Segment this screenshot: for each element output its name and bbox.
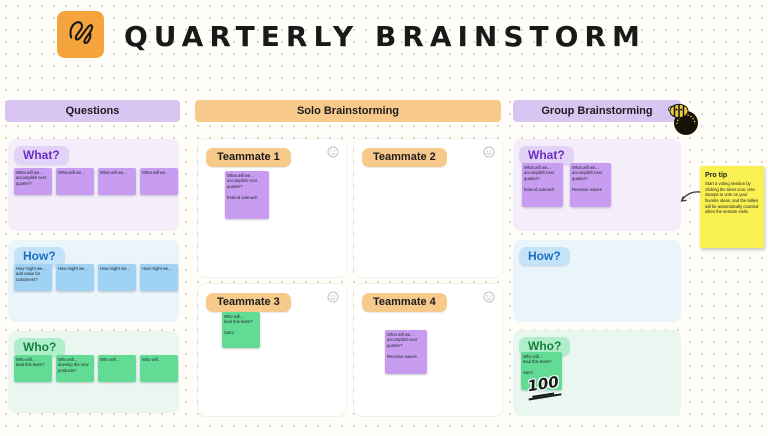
bee-sticker[interactable] (666, 100, 702, 136)
sticky-note[interactable]: Who will... (98, 355, 136, 382)
smiley-icon (327, 290, 339, 303)
sticky-note[interactable]: Who will... lead this team? Sam! (222, 312, 260, 348)
page-title: QUARTERLY BRAINSTORM (124, 20, 646, 53)
scribble-icon (61, 12, 101, 57)
sticky-note[interactable]: Who will... (140, 355, 178, 382)
hundred-points-sticker[interactable]: 100 (525, 373, 562, 401)
sticky-note[interactable]: What will we... accomplish next quarter? (14, 168, 52, 195)
what-tag[interactable]: What? (519, 146, 574, 165)
teammate-4-panel: Teammate 4 What will we... accomplish ne… (354, 284, 502, 416)
sticky-note[interactable]: Who will... lead this team? (14, 355, 52, 382)
teammate-1-panel: Teammate 1 What will we... accomplish ne… (198, 139, 346, 277)
who-tag[interactable]: Who? (519, 337, 571, 356)
questions-what-panel: What? What will we... accomplish next qu… (8, 139, 179, 231)
smiley-icon (483, 290, 495, 303)
teammate-2-panel: Teammate 2 (354, 139, 502, 277)
how-tag[interactable]: How? (519, 247, 570, 266)
notes-row: How might we... add value for customers?… (14, 264, 178, 291)
notes-row: What will we... accomplish next quarter?… (14, 168, 178, 195)
teammate-3-panel: Teammate 3 Who will... lead this team? S… (198, 284, 346, 416)
smiley-icon (327, 145, 339, 158)
teammate-2-label[interactable]: Teammate 2 (362, 148, 447, 167)
sticky-note[interactable]: How might we... (56, 264, 94, 291)
sticky-note[interactable]: What will we... accomplish next quarter?… (225, 171, 269, 219)
what-tag[interactable]: What? (14, 146, 69, 165)
pro-tip-note[interactable]: Pro tip Start a voting session by clicki… (700, 166, 764, 248)
sticky-note[interactable]: What will we... accomplish next quarter?… (522, 163, 563, 207)
sticky-note[interactable]: What will we... accomplish next quarter?… (385, 330, 427, 374)
sticky-note[interactable]: What will we... (140, 168, 178, 195)
questions-how-panel: How? How might we... add value for custo… (8, 240, 179, 322)
pro-tip-title: Pro tip (705, 172, 728, 179)
sticky-note[interactable]: What will we... accomplish next quarter?… (570, 163, 611, 207)
teammate-1-label[interactable]: Teammate 1 (206, 148, 291, 167)
sticky-note[interactable]: What will we... (98, 168, 136, 195)
app-logo (57, 11, 104, 58)
smiley-icon (483, 145, 495, 158)
questions-header[interactable]: Questions (5, 100, 180, 122)
questions-who-panel: Who? Who will... lead this team? Who wil… (8, 331, 179, 413)
group-brainstorming-header[interactable]: Group Brainstorming (513, 100, 681, 122)
notes-row: Who will... lead this team? Who will... … (14, 355, 178, 382)
curved-arrow-icon (680, 190, 701, 205)
sticky-note[interactable]: How might we... add value for customers? (14, 264, 52, 291)
group-how-panel: How? (513, 240, 681, 322)
pro-tip-body: Start a voting session by clicking the t… (705, 181, 759, 215)
who-tag[interactable]: Who? (14, 338, 66, 357)
teammate-3-label[interactable]: Teammate 3 (206, 293, 291, 312)
group-what-panel: What? What will we... accomplish next qu… (513, 139, 681, 231)
group-who-panel: Who? Who will... lead this team? Sam! 10… (513, 330, 681, 416)
sticky-note[interactable]: What will we... (56, 168, 94, 195)
solo-brainstorming-header[interactable]: Solo Brainstorming (195, 100, 501, 122)
teammate-4-label[interactable]: Teammate 4 (362, 293, 447, 312)
sticky-note[interactable]: How might we... (140, 264, 178, 291)
notes-row: What will we... accomplish next quarter?… (522, 163, 611, 207)
how-tag[interactable]: How? (14, 247, 65, 266)
sticky-note[interactable]: Who will... develop the new products? (56, 355, 94, 382)
sticky-note[interactable]: How might we... (98, 264, 136, 291)
